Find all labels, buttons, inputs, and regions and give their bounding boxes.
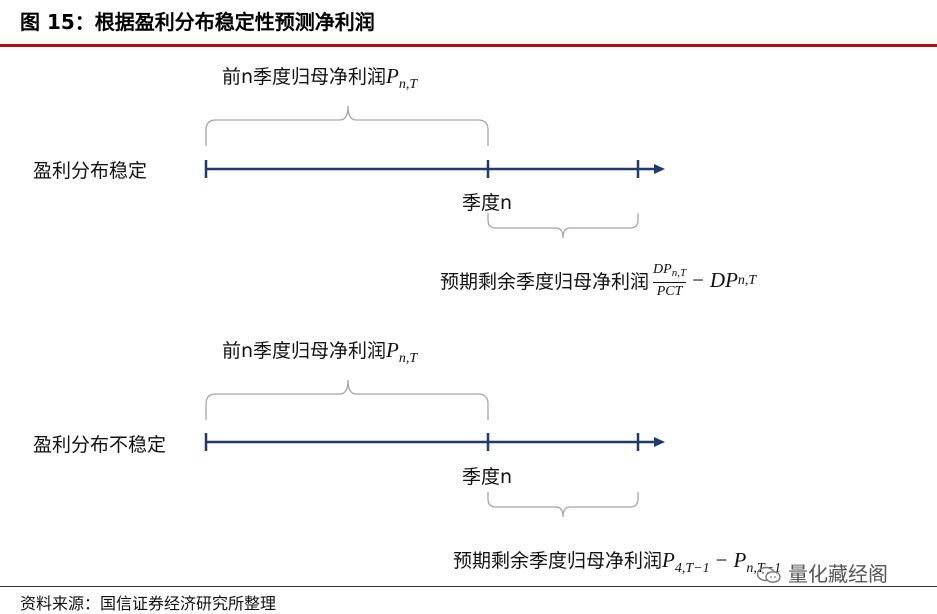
brace-top-sub: n,T	[398, 351, 418, 366]
trail-sub: n,T	[737, 272, 757, 288]
brace-top-var: P	[386, 64, 399, 88]
minus-sign: −	[715, 548, 728, 572]
brace-top-label-unstable: 前n季度归母净利润Pn,T	[222, 336, 417, 367]
source-note: 资料来源：国信证券经济研究所整理	[20, 594, 277, 613]
brace-bottom-unstable	[487, 492, 639, 518]
fraction: DPn,T PCT	[653, 262, 687, 299]
wechat-icon	[756, 566, 781, 583]
watermark: 量化藏经阁	[756, 558, 888, 587]
minus-sign: −	[692, 268, 704, 292]
brace-top-var: P	[386, 338, 399, 362]
footer-rule	[0, 586, 937, 587]
timeline-arrowhead	[654, 164, 665, 174]
brace-bottom-stable	[487, 213, 639, 239]
bottom-text: 预期剩余季度归母净利润	[453, 550, 663, 572]
fraction-bar	[653, 282, 687, 283]
timeline-unstable	[204, 433, 665, 451]
bottom-label-unstable: 预期剩余季度归母净利润P4,T−1 − Pn,T−1	[453, 546, 781, 577]
bottom-sub: 4,T−1	[674, 561, 710, 576]
frac-denominator: PCT	[656, 284, 683, 299]
bottom-text: 预期剩余季度归母净利润	[440, 271, 650, 293]
frac-numerator-sub: n,T	[671, 267, 687, 279]
trail-var: DP	[709, 268, 738, 292]
row-label-stable: 盈利分布稳定	[33, 160, 148, 182]
timeline-stable	[204, 160, 665, 178]
title-rule	[0, 44, 937, 47]
brace-top-text: 前n季度归母净利润	[222, 66, 387, 88]
timeline-arrowhead	[654, 437, 665, 447]
brace-top-label-stable: 前n季度归母净利润Pn,T	[222, 62, 417, 93]
tick-label-stable: 季度n	[462, 192, 513, 214]
brace-top-stable	[205, 105, 489, 146]
bottom-var: P	[662, 548, 675, 572]
figure-title: 图 15：根据盈利分布稳定性预测净利润	[20, 10, 375, 34]
brace-top-unstable	[205, 379, 489, 420]
brace-top-text: 前n季度归母净利润	[222, 340, 387, 362]
tick-label-unstable: 季度n	[462, 466, 513, 488]
brace-top-sub: n,T	[398, 77, 418, 92]
frac-numerator-var: DP	[653, 262, 672, 277]
row-label-unstable: 盈利分布不稳定	[33, 434, 167, 456]
watermark-text: 量化藏经阁	[788, 562, 888, 586]
trail-var: P	[733, 548, 747, 572]
